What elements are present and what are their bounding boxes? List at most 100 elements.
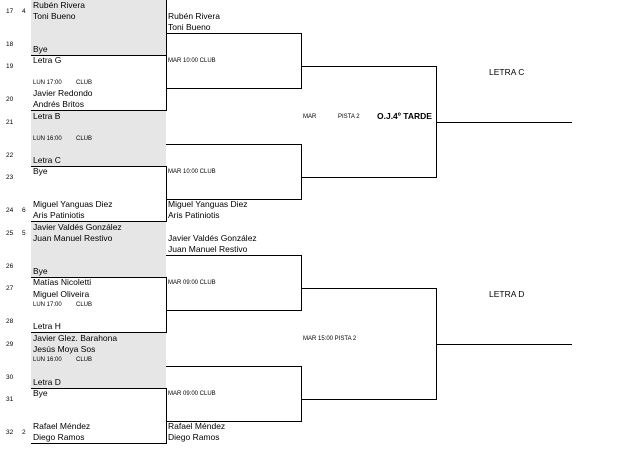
bracket-line — [301, 144, 302, 200]
player-name: Rubén Rivera — [33, 0, 85, 10]
player-name: Rafael Méndez — [168, 421, 226, 431]
player-name: Javier Glez. Barahona — [33, 333, 118, 343]
player-name: Letra B — [33, 111, 61, 121]
match-info: MAR 10:00 CLUB — [168, 58, 216, 64]
bracket-line — [31, 110, 166, 111]
bracket-line — [31, 443, 166, 444]
bracket-line — [166, 88, 301, 89]
bracket-line — [436, 122, 572, 123]
row-number: 25 — [6, 230, 14, 237]
shade-block-1 — [31, 0, 166, 55]
player-name: Miguel Yanguas Diez — [168, 199, 248, 209]
match-court: PISTA 2 — [338, 114, 360, 120]
bracket-line — [166, 166, 167, 222]
bracket-line — [301, 33, 302, 89]
player-name: Letra G — [33, 55, 62, 65]
player-name: Javier Valdés González — [33, 222, 122, 232]
player-name: Miguel Yanguas Diez — [33, 199, 113, 209]
match-venue: CLUB — [76, 136, 93, 142]
bracket-line — [166, 0, 167, 55]
row-number: 22 — [6, 152, 14, 159]
match-venue: CLUB — [76, 80, 93, 86]
player-name: Aris Patiniotis — [33, 210, 85, 220]
player-name: Juan Manuel Restivo — [33, 233, 113, 243]
player-name: Andrés Britos — [33, 99, 85, 109]
section-label: LETRA C — [489, 67, 525, 77]
player-name: Bye — [33, 266, 48, 276]
player-name: Aris Patiniotis — [168, 210, 220, 220]
player-name: Juan Manuel Restivo — [168, 244, 248, 254]
bracket-line — [166, 277, 167, 333]
player-name: Toni Bueno — [33, 11, 76, 21]
bracket-line — [301, 255, 302, 311]
match-info: MAR 09:00 CLUB — [168, 391, 216, 397]
match-time: LUN 17:00 — [33, 302, 62, 308]
match-time: LUN 16:00 — [33, 136, 62, 142]
player-name: Rubén Rivera — [168, 11, 220, 21]
bracket-line — [166, 199, 301, 200]
player-name: Rafael Méndez — [33, 421, 91, 431]
bracket-line — [31, 55, 166, 56]
shade-block-2 — [31, 111, 166, 166]
row-number: 30 — [6, 374, 14, 381]
bracket-line — [166, 388, 167, 444]
bracket-line — [301, 366, 302, 422]
player-name: Letra H — [33, 321, 61, 331]
player-name: Toni Bueno — [168, 22, 211, 32]
row-number: 29 — [6, 341, 14, 348]
shade-block-4 — [31, 333, 166, 388]
bracket-line — [166, 55, 167, 111]
match-venue: CLUB — [76, 357, 93, 363]
player-name: Letra D — [33, 377, 61, 387]
row-number: 21 — [6, 119, 14, 126]
seed-number: 4 — [22, 8, 26, 15]
seed-number: 5 — [22, 230, 26, 237]
bracket-line — [166, 421, 301, 422]
row-number: 18 — [6, 41, 14, 48]
player-name: Diego Ramos — [168, 432, 220, 442]
bracket-line — [166, 144, 301, 145]
player-name: Bye — [33, 388, 48, 398]
match-venue: CLUB — [76, 302, 93, 308]
player-name: Javier Valdés González — [168, 233, 257, 243]
player-name: Letra C — [33, 155, 61, 165]
bracket-line — [166, 310, 301, 311]
row-number: 24 — [6, 207, 14, 214]
bracket-line — [301, 288, 436, 289]
bracket-line — [301, 399, 436, 400]
bracket-line — [166, 33, 301, 34]
match-time: LUN 17:00 — [33, 80, 62, 86]
row-number: 17 — [6, 8, 14, 15]
player-name: Miguel Oliveira — [33, 289, 90, 299]
match-day: MAR — [303, 114, 317, 120]
player-name: Jesús Moya Sos — [33, 344, 96, 354]
row-number: 28 — [6, 318, 14, 325]
bracket-line — [31, 277, 166, 278]
match-info: MAR 09:00 CLUB — [168, 280, 216, 286]
bracket-line — [166, 255, 301, 256]
row-number: 31 — [6, 396, 14, 403]
seed-number: 2 — [22, 429, 26, 436]
match-time: LUN 16:00 — [33, 357, 62, 363]
bracket-line — [166, 366, 301, 367]
row-number: 20 — [6, 96, 14, 103]
row-number: 32 — [6, 429, 14, 436]
row-number: 23 — [6, 174, 14, 181]
row-number: 26 — [6, 263, 14, 270]
row-number: 19 — [6, 63, 14, 70]
player-name: Bye — [33, 44, 48, 54]
player-name: Matías Nicoletti — [33, 277, 92, 287]
row-number: 27 — [6, 285, 14, 292]
bracket-line — [436, 344, 572, 345]
match-info: MAR 15:00 PISTA 2 — [303, 336, 357, 342]
match-info: MAR 10:00 CLUB — [168, 169, 216, 175]
bracket-line — [31, 332, 166, 333]
bracket-line — [301, 66, 436, 67]
bracket-line — [31, 166, 166, 167]
section-label: LETRA D — [489, 289, 525, 299]
match-slot: O.J.4º TARDE — [377, 111, 432, 121]
player-name: Javier Redondo — [33, 88, 93, 98]
bracket-line — [31, 388, 166, 389]
player-name: Diego Ramos — [33, 432, 85, 442]
player-name: Bye — [33, 166, 48, 176]
